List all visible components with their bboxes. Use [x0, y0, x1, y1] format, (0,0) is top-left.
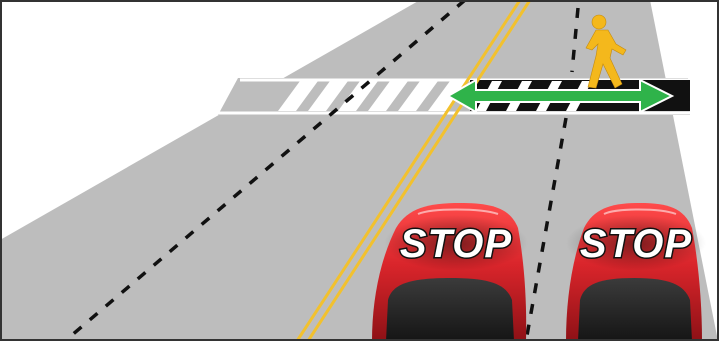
stop-label: STOP — [400, 222, 512, 266]
stop-label: STOP — [580, 222, 692, 266]
pedestrian-head — [592, 15, 606, 29]
car-right: STOP — [566, 203, 706, 341]
car-windshield — [578, 278, 692, 341]
car-windshield — [386, 278, 514, 341]
